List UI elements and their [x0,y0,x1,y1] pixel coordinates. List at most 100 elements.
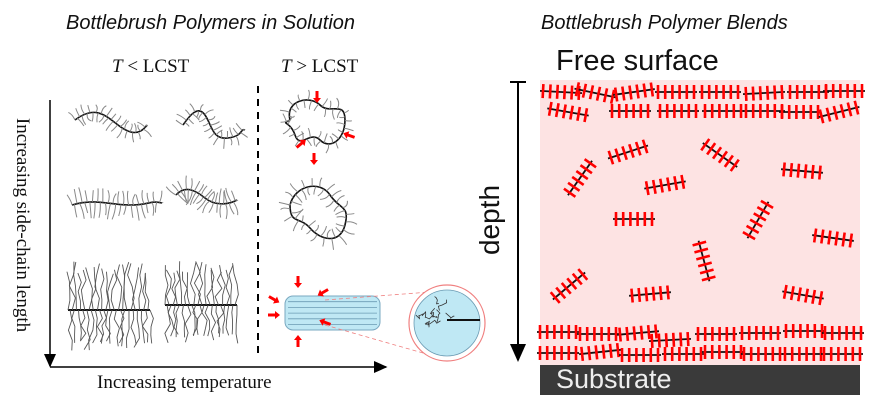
side-chain [331,228,336,238]
side-chain [202,200,210,214]
magnified-side-chain [445,312,455,319]
bristle [646,324,651,340]
bristle [745,224,760,234]
side-chain [105,120,114,131]
side-chain [183,189,187,202]
bristle [742,230,756,241]
side-chain [235,135,240,146]
bristle [637,287,642,303]
side-chain [83,309,91,350]
side-chain [323,108,327,118]
side-chain [196,110,199,118]
backbone [613,88,655,96]
side-chain [301,215,304,223]
side-chain [223,190,228,204]
side-chain [292,125,301,131]
side-chain [342,200,348,209]
side-chain [192,113,200,121]
bristle [574,82,581,97]
bottlebrush [782,347,824,361]
side-chain [111,203,117,220]
side-chain [200,185,208,196]
side-chain [204,127,212,133]
compression-arrow [310,153,318,165]
side-chain [343,109,350,114]
arrow-shape [294,276,302,288]
side-chain [184,304,192,343]
bottlebrush [655,85,697,99]
backbone [539,90,583,94]
bottlebrush [739,326,781,340]
side-chain [331,238,334,250]
side-chain [86,113,92,122]
side-chain [218,188,222,204]
side-chain [222,304,226,334]
side-chain [89,201,92,219]
side-chain [159,190,163,203]
bottlebrush [783,324,825,338]
arrow-shape [343,131,356,139]
blend-brushes [537,82,865,362]
bristle [666,177,672,192]
backbone [648,338,692,342]
side-chain [228,202,235,215]
compression-arrow [343,131,356,139]
side-chain [133,309,140,348]
side-chain [115,115,122,124]
bristle [588,85,595,100]
bristle [673,176,679,191]
side-chain [225,304,230,336]
bristle [694,247,709,254]
side-chain [142,272,147,311]
side-chain [313,137,316,146]
side-chain [78,187,83,203]
bristle [699,268,714,275]
side-chain [192,304,199,336]
arrow-shape [317,288,329,297]
bottlebrush [68,104,152,143]
side-chain [331,133,340,140]
side-chain [240,132,248,138]
bottlebrush [279,89,354,154]
arrow-shape [313,91,321,103]
side-chain [178,261,183,306]
side-chain [325,199,335,208]
side-chain [211,191,215,203]
bristle [642,83,647,98]
side-chain [308,220,316,227]
side-chain [164,265,169,306]
bristle [853,100,860,115]
bristle [753,212,767,222]
side-chain [197,184,205,194]
backbone [574,87,616,99]
side-chain [307,127,311,138]
solution-panel-title: Bottlebrush Polymers in Solution [66,12,356,34]
bristle [630,288,634,303]
bristle [561,104,567,119]
bristle [695,254,711,261]
blend-panel-title: Bottlebrush Polymer Blends [541,12,788,34]
polymer-film [540,80,860,365]
side-chain [336,216,347,219]
magnified-side-chain [437,299,448,311]
bottlebrush [743,104,785,118]
arrow-shape [268,311,280,319]
side-chain [210,267,215,306]
side-chain [95,104,98,113]
depth-label: depth [474,184,505,256]
compression-arrow [268,311,280,319]
side-chain [228,264,234,306]
compression-arrow [317,288,329,297]
bristle [658,285,663,301]
backbone [547,107,589,117]
side-chain [301,223,306,231]
bottlebrush [822,326,864,340]
bristle [569,105,575,120]
side-chain [137,121,146,128]
bristle [758,86,763,101]
side-chain [167,304,175,337]
side-chain [175,119,184,126]
side-chain [313,103,320,112]
bristle [756,206,771,216]
bristle [782,162,786,177]
